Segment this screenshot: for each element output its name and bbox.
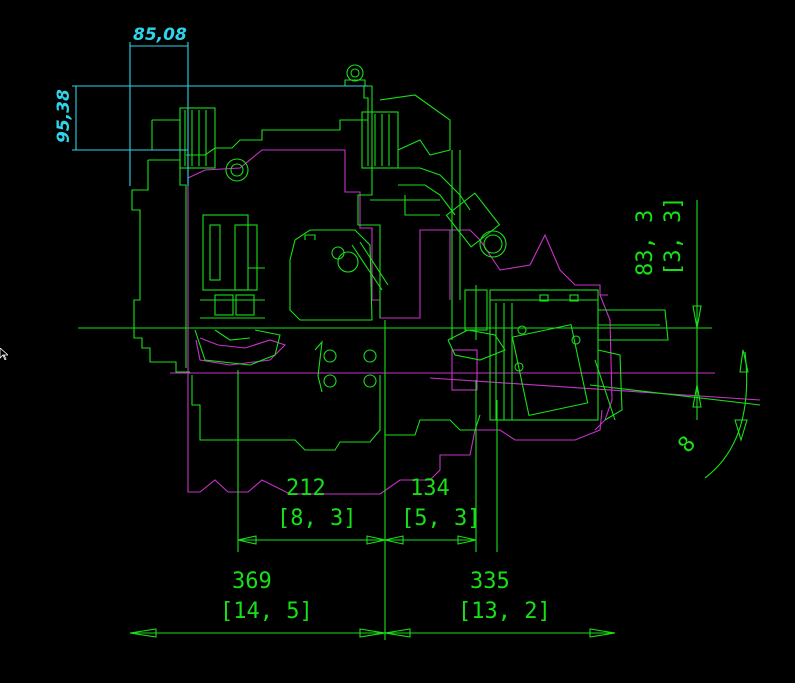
centerlines <box>78 327 761 406</box>
engine-body-outline <box>187 149 613 495</box>
dim-bottom-left-inch: [14, 5] <box>220 599 313 624</box>
dim-bottom-right-inch: [13, 2] <box>458 599 551 624</box>
bottom-dimensions: 212 [8, 3] 134 [5, 3] 369 [14, 5] 335 [1… <box>129 370 616 640</box>
dim-bottom-right: 335 <box>470 569 510 594</box>
dim-top-width: 85,08 <box>133 25 187 45</box>
dim-right-vertical: 83, 3 <box>633 210 658 276</box>
dim-mid-right-inch: [5, 3] <box>401 506 480 531</box>
right-dimensions: 83, 3 [3, 3] 8 <box>633 197 749 479</box>
engine-body <box>131 64 669 451</box>
dim-right-vertical-inch: [3, 3] <box>661 197 686 276</box>
mouse-pointer-icon <box>0 348 8 360</box>
dim-bottom-left: 369 <box>232 569 272 594</box>
dim-mid-left-inch: [8, 3] <box>277 506 356 531</box>
dim-top-height: 95,38 <box>54 89 74 143</box>
dim-mid-right: 134 <box>410 476 450 501</box>
dim-mid-left: 212 <box>286 476 326 501</box>
top-dimensions: 85,08 95,38 <box>54 25 368 186</box>
dim-angle: 8 <box>673 432 701 458</box>
